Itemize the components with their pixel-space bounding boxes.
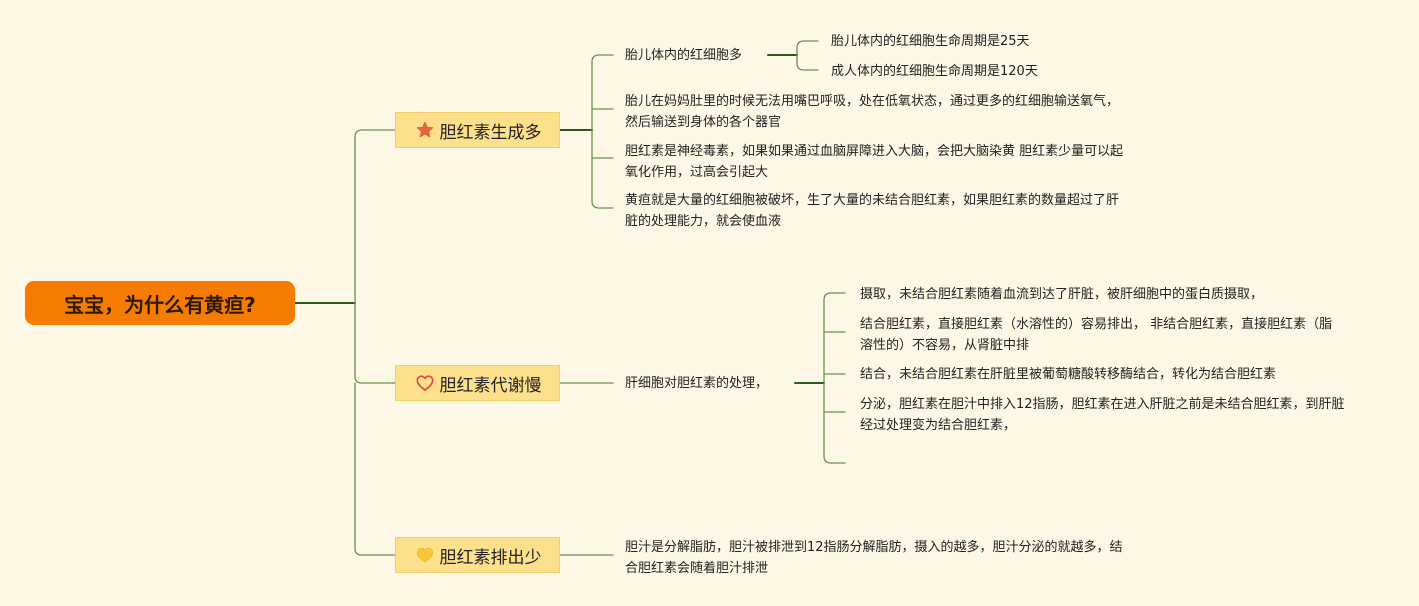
branch-bilirubin-excretion[interactable]: 胆红素排出少 xyxy=(395,537,560,573)
branch-label: 胆红素代谢慢 xyxy=(439,375,542,396)
branch-label: 胆红素生成多 xyxy=(439,122,542,143)
node-adult-rbc-lifespan[interactable]: 成人体内的红细胞生命周期是120天 xyxy=(831,64,1038,79)
star-icon xyxy=(414,119,436,141)
node-conjugated-bilirubin[interactable]: 结合胆红素，直接胆红素（水溶性的）容易排出， 非结合胆红素，直接胆红素（脂溶性的… xyxy=(860,317,1333,353)
connector-trunk-branch-3 xyxy=(354,382,396,556)
node-uptake[interactable]: 摄取，未结合胆红素随着血流到达了肝脏，被肝细胞中的蛋白质摄取， xyxy=(860,287,1264,302)
connector-trunk-branch-2 xyxy=(354,302,396,384)
connector-branch-1-vertical xyxy=(591,54,614,209)
node-fetal-rbc-many[interactable]: 胎儿体内的红细胞多 xyxy=(625,48,743,63)
node-bile-excretion[interactable]: 胆汁是分解脂肪，胆汁被排泄到12指肠分解脂肪，摄入的越多，胆汁分泌的就越多，结合… xyxy=(625,540,1123,576)
node-secretion[interactable]: 分泌，胆红素在胆汁中排入12指肠，胆红素在进入肝脏之前是未结合胆红素，到肝脏经过… xyxy=(860,397,1345,433)
heart-icon xyxy=(414,372,436,394)
node-jaundice-cause[interactable]: 黄疸就是大量的红细胞被破坏，生了大量的未结合胆红素，如果胆红素的数量超过了肝脏的… xyxy=(625,193,1120,229)
branch-bilirubin-production[interactable]: 胆红素生成多 xyxy=(395,112,560,148)
heart-filled-icon xyxy=(414,544,436,566)
connector-trunk-branch-1 xyxy=(354,129,396,304)
node-neurotoxin[interactable]: 胆红素是神经毒素，如果如果通过血脑屏障进入大脑，会把大脑染黄 胆红素少量可以起氧… xyxy=(625,144,1124,180)
connector-sub-2-vertical xyxy=(823,292,846,464)
branch-bilirubin-metabolism[interactable]: 胆红素代谢慢 xyxy=(395,365,560,401)
branch-label: 胆红素排出少 xyxy=(439,547,542,568)
connector-sub-1-children xyxy=(796,40,819,71)
node-fetal-hypoxia[interactable]: 胎儿在妈妈肚里的时候无法用嘴巴呼吸，处在低氧状态，通过更多的红细胞输送氧气，然后… xyxy=(625,94,1120,130)
node-fetal-rbc-lifespan[interactable]: 胎儿体内的红细胞生命周期是25天 xyxy=(831,34,1030,49)
root-topic-label: 宝宝，为什么有黄疸? xyxy=(64,292,256,317)
root-topic[interactable]: 宝宝，为什么有黄疸? xyxy=(25,281,295,325)
node-liver-processing[interactable]: 肝细胞对胆红素的处理， xyxy=(625,376,769,391)
node-conjugation[interactable]: 结合，未结合胆红素在肝脏里被葡萄糖酸转移酶结合，转化为结合胆红素 xyxy=(860,367,1277,382)
